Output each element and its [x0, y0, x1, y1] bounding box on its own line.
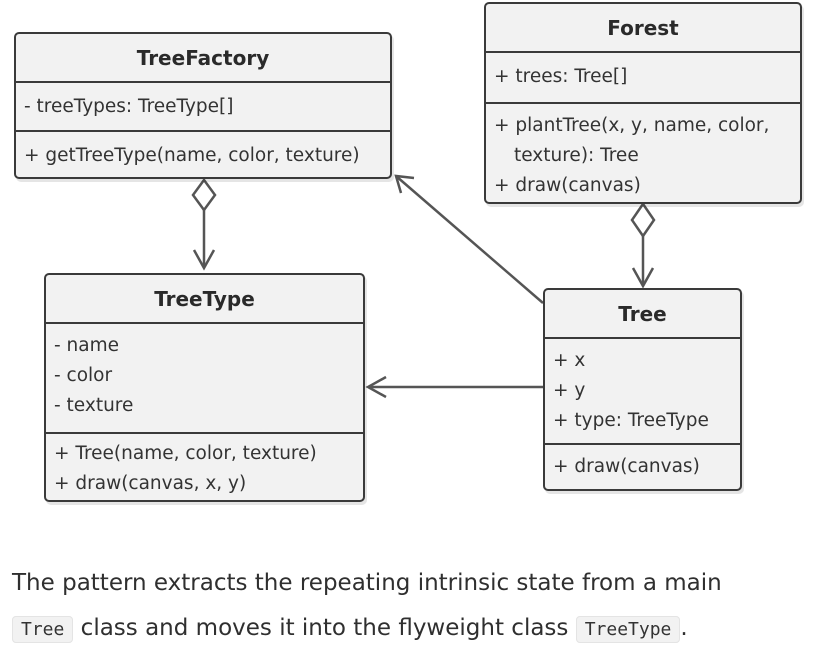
factory-to-treetype-aggregation: [191, 177, 217, 271]
code-treetype: TreeType: [575, 616, 681, 643]
tree-to-factory-arrow: [394, 174, 544, 304]
method-line: + Tree(name, color, texture): [54, 443, 317, 464]
code-tree: Tree: [12, 616, 74, 643]
class-title: TreeType: [46, 275, 363, 324]
field-line: + y: [553, 380, 586, 401]
field-line: + type: TreeType: [553, 410, 709, 431]
caption-text: class and moves it into the flyweight cl…: [80, 615, 569, 641]
method-line: texture): Tree: [514, 145, 639, 166]
class-title: Forest: [486, 4, 800, 53]
class-methods: + plantTree(x, y, name, color, texture):…: [486, 102, 800, 202]
class-fields: + x + y + type: TreeType: [545, 339, 740, 443]
field-line: + x: [553, 350, 586, 371]
forest-to-tree-aggregation: [630, 201, 656, 289]
method-line: + draw(canvas, x, y): [54, 473, 247, 494]
class-fields: - treeTypes: TreeType[]: [16, 83, 390, 130]
tree-class-box: Tree + x + y + type: TreeType + draw(can…: [543, 288, 742, 491]
method-line: + draw(canvas): [494, 175, 641, 196]
field-line: - color: [54, 365, 113, 386]
field-line: - name: [54, 335, 120, 356]
field-line: - treeTypes: TreeType[]: [24, 96, 234, 117]
caption-text: The pattern extracts the repeating intri…: [12, 570, 722, 596]
forest-class-box: Forest + trees: Tree[] + plantTree(x, y,…: [484, 2, 802, 204]
caption-period: .: [680, 615, 688, 641]
tree-to-treetype-arrow: [365, 375, 543, 399]
class-title: TreeFactory: [16, 34, 390, 83]
class-fields: - name - color - texture: [46, 324, 363, 432]
class-fields: + trees: Tree[]: [486, 53, 800, 102]
treetype-class-box: TreeType - name - color - texture + Tree…: [44, 273, 365, 502]
aggregation-diamond: [630, 201, 656, 239]
diagram-caption: The pattern extracts the repeating intri…: [12, 561, 812, 652]
class-methods: + Tree(name, color, texture) + draw(canv…: [46, 432, 363, 500]
class-title: Tree: [545, 290, 740, 339]
class-methods: + draw(canvas): [545, 443, 740, 489]
method-line: + plantTree(x, y, name, color,: [494, 115, 770, 136]
method-line: + draw(canvas): [553, 456, 700, 477]
treefactory-class-box: TreeFactory - treeTypes: TreeType[] + ge…: [14, 32, 392, 179]
method-line: + getTreeType(name, color, texture): [24, 145, 360, 166]
field-line: - texture: [54, 395, 134, 416]
field-line: + trees: Tree[]: [494, 66, 628, 87]
aggregation-diamond: [191, 177, 217, 213]
class-methods: + getTreeType(name, color, texture): [16, 130, 390, 177]
